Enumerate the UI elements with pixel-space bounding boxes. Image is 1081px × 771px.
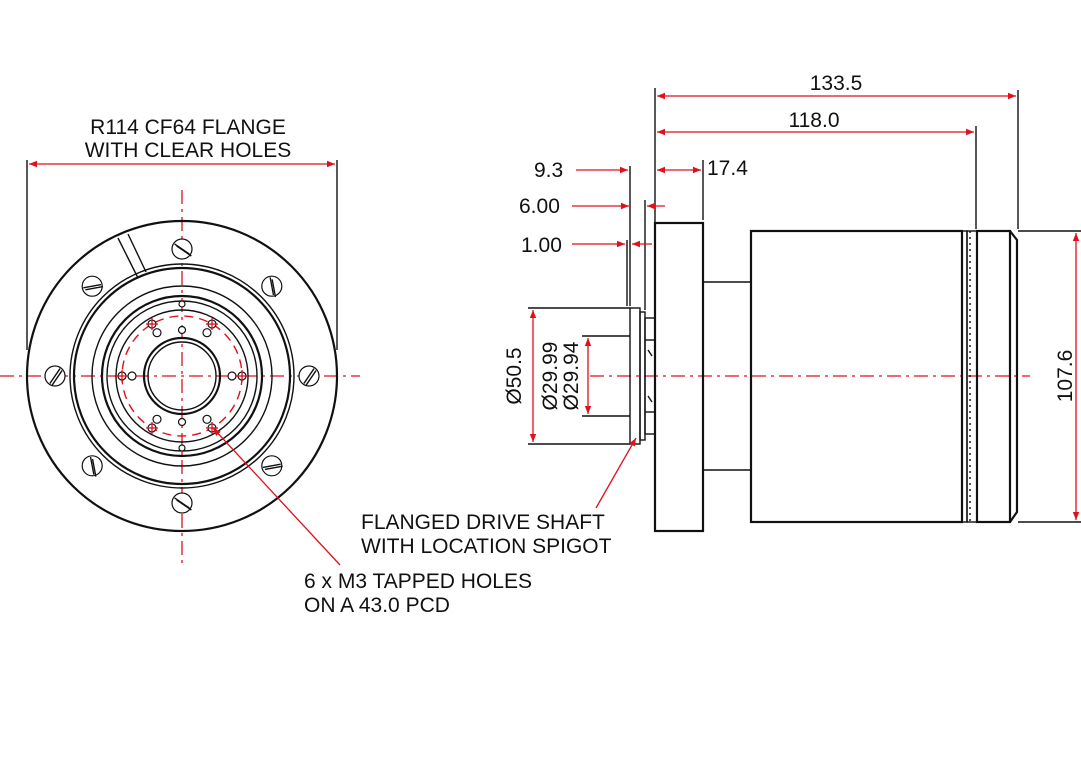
bolt-hole — [261, 455, 283, 477]
dim-1-00-value: 1.00 — [521, 234, 562, 257]
spigot-inner-circle — [147, 341, 217, 411]
shaft-label-line2: WITH LOCATION SPIGOT — [361, 535, 612, 558]
outer-flange-circle — [25, 219, 339, 533]
inner-hole — [152, 328, 162, 338]
bolt-hole — [298, 365, 320, 387]
inner-hole — [177, 417, 187, 427]
inner-hole — [202, 414, 212, 424]
bolt-slot-line — [85, 285, 104, 291]
end-cap-chamfer — [1009, 230, 1019, 523]
flange-notch-line — [117, 237, 139, 279]
tapped-holes-leader — [212, 427, 341, 566]
dim-6-00-value: 6.00 — [519, 195, 560, 218]
bolt-slot-line — [176, 245, 192, 257]
inner-holes — [127, 300, 237, 452]
shaft-leader — [595, 437, 637, 509]
tapped-holes-label-line2: ON A 43.0 PCD — [304, 594, 450, 617]
end-cap — [975, 229, 1012, 524]
side-view: 133.5 118.0 17.4 9.3 6.00 1.00 Ø50.5 Ø29… — [361, 72, 1081, 558]
flange-thickness-value: 17.4 — [707, 157, 748, 180]
bolt-slot-line — [269, 277, 275, 296]
dim-9-3-value: 9.3 — [534, 159, 563, 182]
flange-label-line2: WITH CLEAR HOLES — [85, 139, 292, 162]
dia-29-94-value: Ø29.94 — [560, 341, 583, 410]
dia-50-5-value: Ø50.5 — [503, 347, 526, 404]
shaft-label-line1: FLANGED DRIVE SHAFT — [361, 511, 605, 534]
bolt-hole — [44, 365, 66, 387]
m3-tapped-holes — [116, 318, 248, 434]
dia-29-99-value: Ø29.99 — [539, 342, 562, 411]
bolt-slot-line — [264, 465, 283, 471]
flange-label-line1: R114 CF64 FLANGE — [90, 116, 286, 139]
spigot-outer-circle — [142, 336, 222, 416]
body-length-value: 118.0 — [789, 109, 840, 132]
bolt-hole — [81, 455, 103, 477]
hub-detail-line — [647, 349, 653, 357]
inner-hole — [202, 328, 212, 338]
bolt-hole — [171, 492, 193, 514]
inner-hole — [178, 300, 186, 308]
bolt-slot-line — [49, 368, 61, 384]
bolt-slot-line — [91, 458, 97, 477]
bolt-slot-line — [89, 456, 95, 475]
clear-bolt-holes — [44, 238, 320, 514]
inner-hole — [127, 371, 137, 381]
bolt-hole — [261, 275, 283, 298]
bolt-slot-line — [262, 463, 281, 469]
tapped-holes-label-line1: 6 x M3 TAPPED HOLES — [304, 570, 532, 593]
bolt-hole — [171, 238, 193, 260]
inner-hole — [227, 371, 237, 381]
front-view: R114 CF64 FLANGE WITH CLEAR HOLES 6 x M3… — [0, 116, 532, 617]
cf64-flange — [653, 221, 705, 533]
flange-notch-line — [127, 233, 147, 273]
inner-hole — [177, 325, 187, 335]
shaft-flange-circle — [100, 294, 264, 458]
bolt-slot-line — [51, 370, 63, 386]
flange-inner-circle — [69, 263, 295, 489]
height-value: 107.6 — [1054, 350, 1077, 403]
bolt-slot-line — [305, 370, 317, 386]
housing-circle — [91, 285, 273, 467]
hub-detail-line — [647, 395, 653, 403]
bolt-slot-line — [83, 283, 102, 289]
bolt-slot-line — [271, 279, 277, 298]
inner-hole — [152, 414, 162, 424]
bolt-slot-line — [303, 368, 315, 384]
bolt-hole — [81, 275, 104, 297]
overall-length-value: 133.5 — [810, 72, 863, 95]
bolt-slot-line — [176, 499, 192, 511]
inner-hole — [178, 444, 186, 452]
flange-step-circle — [72, 266, 292, 486]
